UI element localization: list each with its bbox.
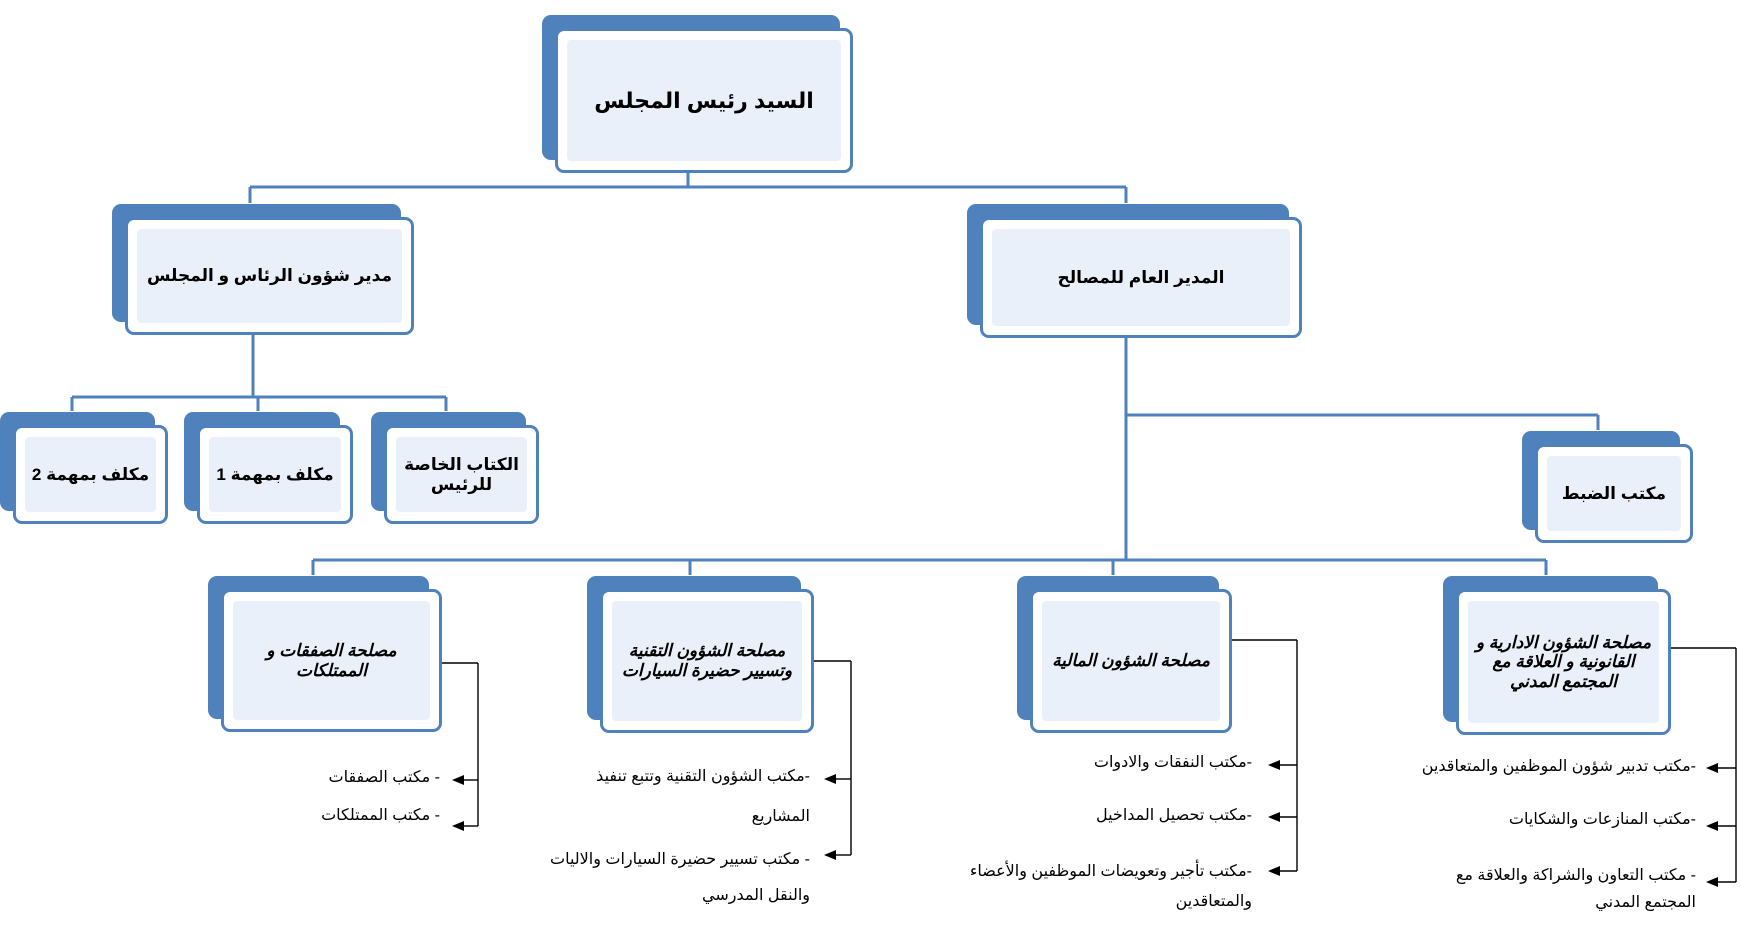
office-finance-2: -مكتب تحصيل المداخيل [1095, 807, 1252, 824]
chairman-label: السيد رئيس المجلس [594, 87, 814, 113]
task-officer-1-label: مكلف بمهمة 1 [216, 464, 334, 484]
service-finance-label: مصلحة الشؤون المالية [1052, 651, 1210, 671]
president-affairs-director-box: مدير شؤون الرئاس و المجلس [112, 204, 414, 335]
service-technical-label: مصلحة الشؤون التقنية وتسيير حضيرة السيار… [621, 641, 793, 680]
private-secretariat-box: الكتاب الخاصة للرئيس [371, 412, 539, 524]
office-technical-1: -مكتب الشؤون التقنية وتتبع تنفيذ المشاري… [596, 768, 810, 825]
chairman-box: السيد رئيس المجلس [542, 15, 853, 173]
office-admin-2: -مكتب المنازعات والشكايات [1508, 811, 1696, 828]
task-officer-2-label: مكلف بمهمة 2 [31, 464, 150, 484]
control-office-box: مكتب الضبط [1522, 431, 1693, 543]
service-deals-label: مصلحة الصفقات و الممتلكات [266, 640, 397, 680]
office-admin-3: - مكتب التعاون والشراكة والعلاقة مع المج… [1455, 867, 1696, 911]
service-admin-label: مصلحة الشؤون الادارية و القانونية و العل… [1475, 632, 1652, 691]
office-finance-3: -مكتب تأجير وتعويضات الموظفين والأعضاء و… [969, 863, 1252, 910]
private-secretariat-label: الكتاب الخاصة للرئيس [404, 454, 519, 494]
control-office-label: مكتب الضبط [1561, 483, 1667, 503]
service-technical-box: مصلحة الشؤون التقنية وتسيير حضيرة السيار… [587, 576, 814, 733]
service-finance-box: مصلحة الشؤون المالية [1017, 576, 1232, 733]
office-finance-1: -مكتب النفقات والادوات [1093, 754, 1252, 771]
service-admin-box: مصلحة الشؤون الادارية و القانونية و العل… [1443, 576, 1671, 735]
service-deals-box: مصلحة الصفقات و الممتلكات [208, 576, 442, 732]
office-technical-2: - مكتب تسيير حضيرة السيارات والاليات وال… [550, 851, 810, 904]
task-officer-1-box: مكلف بمهمة 1 [184, 412, 353, 524]
office-deals-2: - مكتب الممتلكات [321, 807, 440, 824]
president-affairs-director-label: مدير شؤون الرئاس و المجلس [146, 266, 393, 286]
office-deals-1: - مكتب الصفقات [328, 769, 440, 786]
office-admin-1: -مكتب تدبير شؤون الموظفين والمتعاقدين [1421, 758, 1696, 775]
task-officer-2-box: مكلف بمهمة 2 [0, 412, 168, 524]
general-director-box: المدير العام للمصالح [967, 204, 1302, 338]
general-director-label: المدير العام للمصالح [1057, 267, 1225, 287]
